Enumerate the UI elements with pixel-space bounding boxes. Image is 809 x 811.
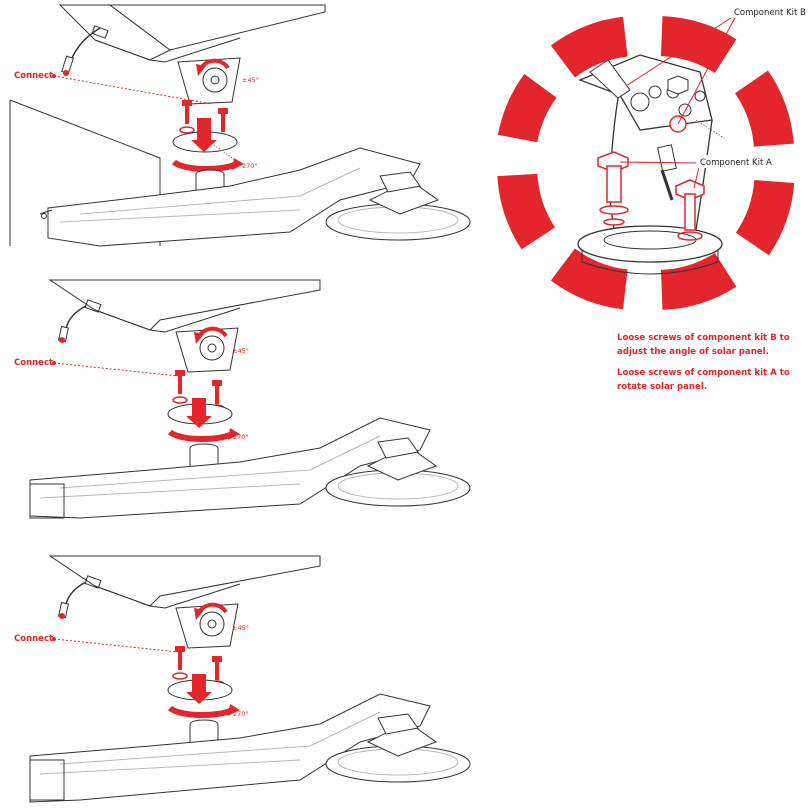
install-step-3: Connect ±45° 270° (0, 548, 480, 806)
bracket-detail: Component Kit B Component Kit A (490, 0, 809, 320)
install-step-2: Connect ±45° 270° (0, 270, 480, 520)
tilt-bracket (175, 602, 239, 649)
solar-panel (58, 4, 326, 63)
kit-a-bolts (597, 151, 705, 241)
pole-stub (189, 443, 219, 469)
tilt-angle-label: ±45° (232, 624, 249, 632)
connect-label: Connect (14, 71, 53, 81)
note-kit-b: Loose screws of component kit B to adjus… (617, 333, 790, 357)
light-body (29, 693, 431, 803)
cable (65, 581, 87, 605)
install-step-3-drawing: Connect ±45° 270° (14, 555, 471, 803)
detail-ring (497, 16, 795, 310)
connector-tip (59, 337, 65, 343)
connector-tip (63, 70, 69, 76)
connector-tip (59, 613, 65, 619)
install-step-1-drawing: Connect ±45° 270° (9, 4, 471, 247)
solar-panel (48, 279, 321, 333)
hex-driver (657, 144, 677, 201)
tilt-bracket (175, 326, 239, 373)
lamp-head (325, 713, 471, 783)
note-kit-a: Loose screws of component kit A to rotat… (617, 368, 790, 392)
rotation-plate (167, 398, 240, 443)
tilt-bracket (177, 57, 241, 105)
light-body (29, 417, 431, 519)
rotate-angle-label: 270° (233, 433, 249, 441)
cable (65, 305, 87, 329)
connect-guide (53, 75, 213, 105)
bracket-detail-drawing: Component Kit B Component Kit A (497, 5, 809, 310)
connect-guide (53, 638, 179, 653)
kit-b-label: Component Kit B (734, 8, 806, 18)
rotate-angle-label: 270° (242, 162, 258, 170)
lamp-head (325, 437, 471, 507)
tilt-angle-label: ±45° (242, 76, 259, 84)
rotation-plate (167, 674, 240, 719)
connect-label: Connect (14, 358, 53, 368)
light-body (39, 147, 421, 247)
install-step-2-drawing: Connect ±45° 270° (14, 279, 471, 519)
tilt-angle-label: ±45° (232, 347, 249, 355)
pole-stub (189, 719, 219, 745)
rotation-plate (171, 118, 244, 173)
kit-a-leader-1 (619, 161, 701, 164)
solar-panel (48, 555, 321, 609)
bracket-closeup (577, 54, 723, 275)
cable (71, 27, 101, 59)
install-step-1: Connect ±45° 270° (0, 0, 480, 250)
kit-a-label: Component Kit A (700, 158, 772, 168)
rotate-angle-label: 270° (233, 710, 249, 718)
connect-label: Connect (14, 634, 53, 644)
lamp-head (325, 171, 471, 241)
kit-b-leader-2 (677, 13, 738, 125)
kit-b-leader-1 (625, 13, 738, 87)
connect-guide (53, 362, 179, 377)
